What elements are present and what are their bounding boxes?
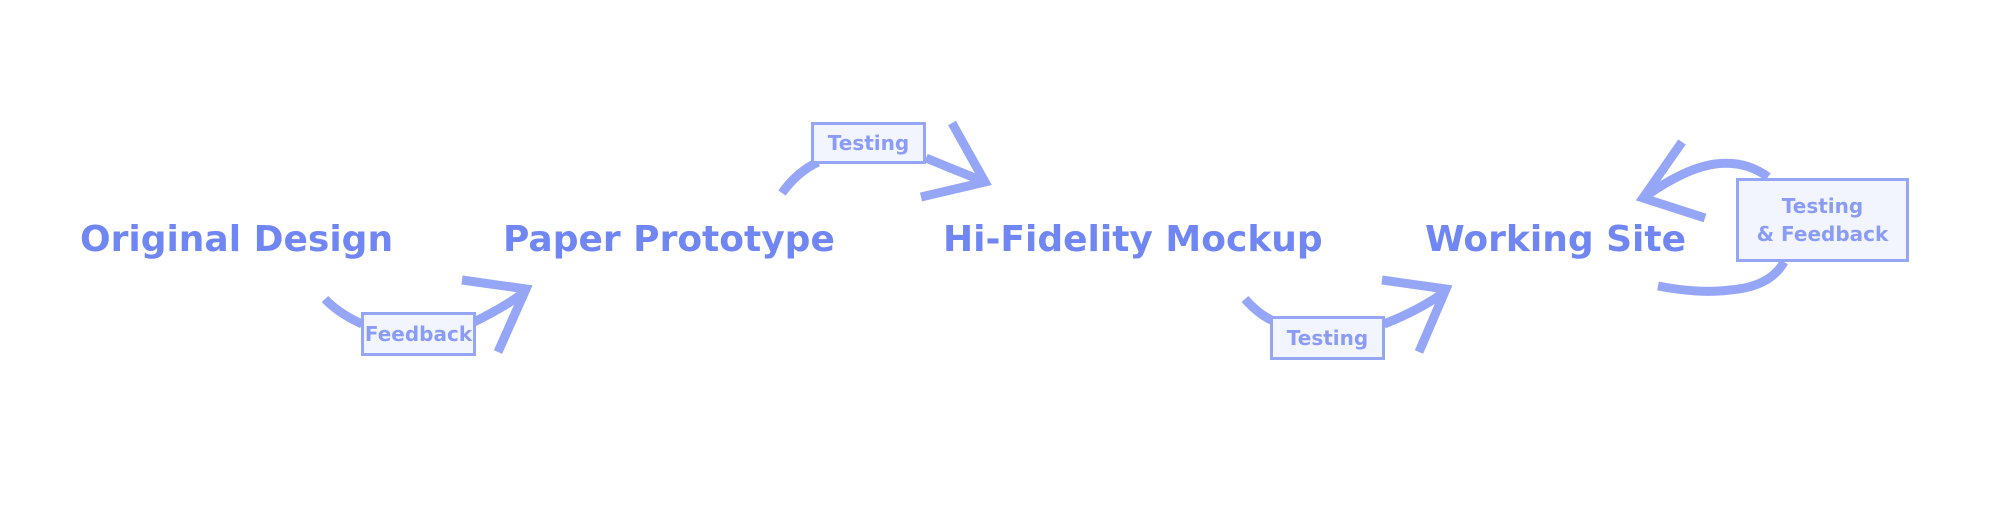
tag-feedback: Feedback bbox=[361, 312, 476, 356]
tag-testing-feedback-line1: Testing bbox=[1781, 194, 1864, 218]
stage-hi-fidelity-mockup: Hi-Fidelity Mockup bbox=[943, 219, 1323, 260]
tag-testing-upper-label: Testing bbox=[827, 131, 910, 155]
stage-working-site: Working Site bbox=[1425, 219, 1687, 260]
tag-feedback-label: Feedback bbox=[364, 322, 473, 346]
tag-testing-upper: Testing bbox=[811, 122, 926, 164]
tag-testing-lower: Testing bbox=[1270, 316, 1385, 360]
arrow-original-to-paper bbox=[321, 275, 533, 354]
tag-testing-feedback: Testing & Feedback bbox=[1736, 178, 1909, 262]
tag-testing-lower-label: Testing bbox=[1286, 326, 1369, 350]
stage-original-design: Original Design bbox=[80, 219, 394, 260]
tag-testing-feedback-line2: & Feedback bbox=[1756, 222, 1889, 246]
stage-paper-prototype: Paper Prototype bbox=[503, 219, 835, 260]
loop-arrow-working-site bbox=[1635, 139, 1788, 296]
